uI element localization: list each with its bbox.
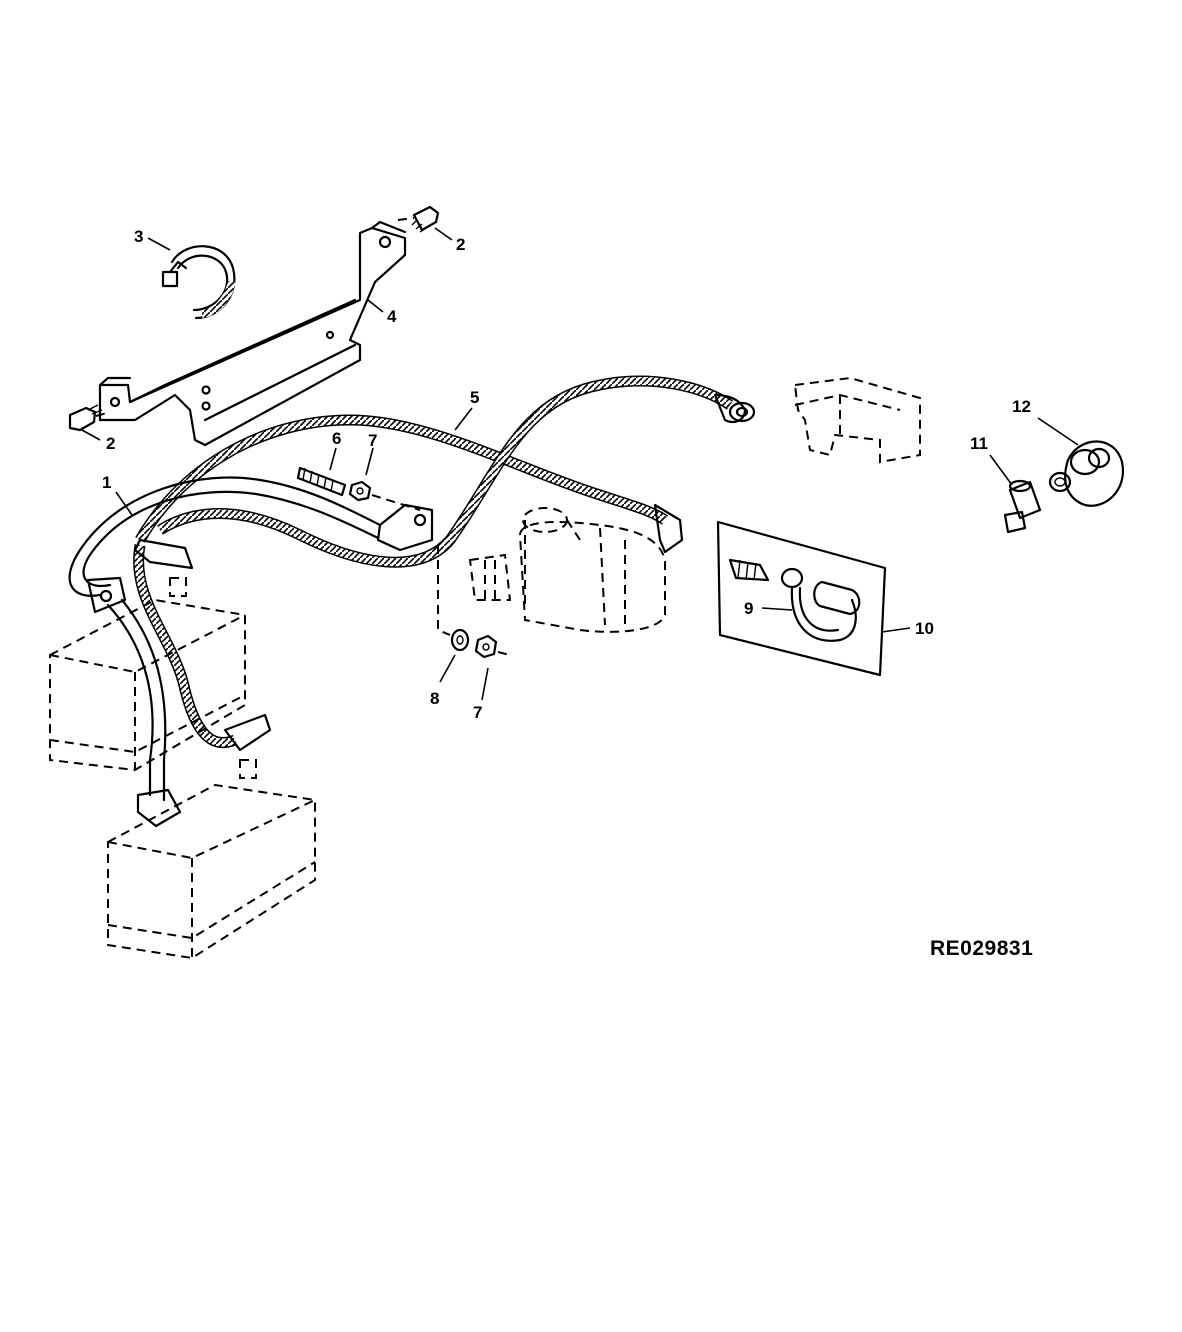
callout-7-lower: 7 bbox=[473, 703, 483, 722]
terminal-cover-boot bbox=[1048, 440, 1125, 507]
callout-6: 6 bbox=[332, 429, 342, 448]
callout-4: 4 bbox=[387, 307, 397, 326]
phantom-bracket-upper-right bbox=[793, 376, 921, 464]
callout-8: 8 bbox=[430, 689, 440, 708]
starter-motor-phantom bbox=[468, 507, 666, 633]
assembly-leader-dashes bbox=[95, 217, 511, 656]
cap-screw-upper bbox=[411, 205, 440, 233]
callout-10: 10 bbox=[915, 619, 934, 638]
repair-kit-card bbox=[716, 520, 887, 677]
battery-lower-phantom bbox=[107, 759, 316, 960]
callout-1: 1 bbox=[102, 473, 112, 492]
insulating-bushing bbox=[1003, 479, 1042, 534]
mounting-bracket bbox=[98, 220, 407, 447]
cable-clamp bbox=[161, 245, 236, 320]
callout-2-lower: 2 bbox=[106, 434, 116, 453]
nut-upper bbox=[348, 480, 372, 502]
callout-leaders bbox=[81, 227, 1079, 701]
lock-washer bbox=[450, 628, 470, 652]
figure-id: RE029831 bbox=[930, 937, 1034, 960]
battery-upper-phantom bbox=[49, 577, 246, 772]
callout-11: 11 bbox=[970, 434, 988, 453]
callout-3: 3 bbox=[134, 227, 144, 246]
callout-12: 12 bbox=[1012, 397, 1031, 416]
stud bbox=[296, 466, 347, 497]
terminal-cap-and-lead bbox=[728, 558, 861, 642]
callout-5: 5 bbox=[470, 388, 480, 407]
nut-lower bbox=[474, 634, 498, 659]
callout-2-upper: 2 bbox=[456, 235, 466, 254]
callout-7-upper: 7 bbox=[368, 431, 378, 450]
callout-9: 9 bbox=[744, 599, 754, 618]
cap-screw-lower bbox=[68, 404, 103, 432]
